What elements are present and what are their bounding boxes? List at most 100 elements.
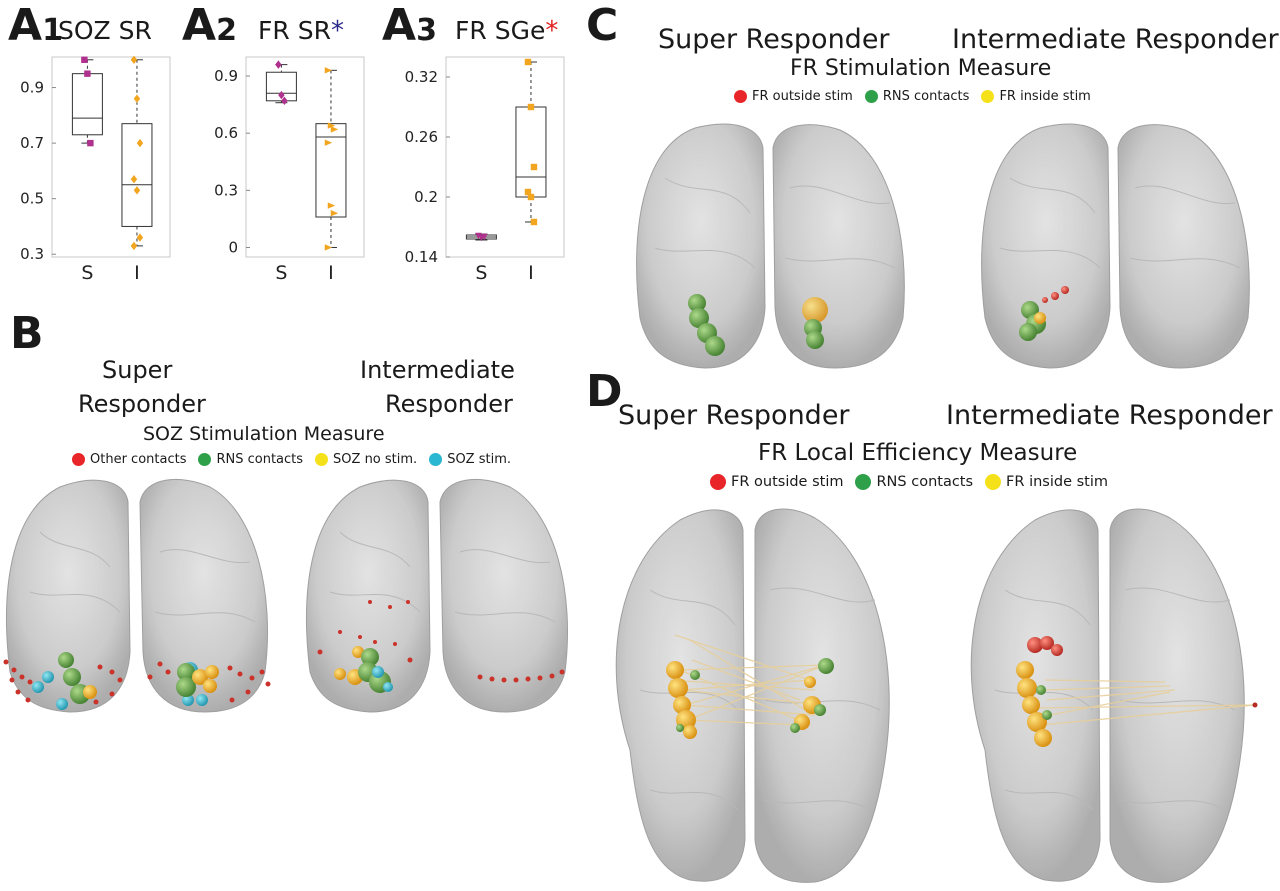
data-point: [136, 138, 144, 148]
legend-item: SOZ stim.: [429, 452, 511, 467]
legend-item: FR outside stim: [734, 89, 853, 104]
legend-item: Other contacts: [72, 452, 186, 467]
legend-item: FR outside stim: [710, 474, 843, 490]
x-category-label: S: [81, 262, 93, 284]
panel-c-right-title: Intermediate Responder: [952, 24, 1279, 55]
y-tick-label: 0.2: [414, 188, 438, 206]
y-tick-label: 0.3: [20, 245, 44, 263]
data-point: [81, 56, 88, 63]
y-tick-label: 0.3: [214, 181, 238, 199]
data-point: [530, 163, 538, 171]
data-point: [330, 126, 339, 133]
box-iqr: [71, 73, 103, 136]
panel-a1-title: SOZ SR: [58, 16, 152, 45]
panel-b-label: B: [10, 308, 44, 359]
panel-c-legend: FR outside stim RNS contacts FR inside s…: [734, 89, 1103, 104]
legend-item: RNS contacts: [855, 474, 973, 490]
data-point: [475, 232, 482, 240]
panel-b-right-title-line1: Intermediate: [360, 356, 515, 384]
y-tick-label: 0.9: [214, 67, 238, 85]
panel-b-left-title-line1: Super: [102, 356, 173, 384]
legend-dot-yellow: [315, 453, 329, 466]
data-point: [330, 209, 339, 217]
legend-dot-green: [198, 453, 212, 466]
data-point: [524, 58, 532, 66]
data-point: [327, 122, 336, 129]
legend-dot-yellow: [985, 474, 1002, 490]
data-point: [87, 139, 94, 147]
data-point: [527, 103, 535, 111]
x-category-label: I: [528, 262, 534, 284]
legend-dot-red: [734, 90, 747, 103]
brain-render-super-responder: [615, 508, 890, 883]
data-point: [275, 60, 282, 69]
y-tick-label: 0: [228, 238, 238, 256]
panel-d-legend: FR outside stim RNS contacts FR inside s…: [710, 474, 1120, 490]
data-point: [324, 139, 333, 146]
brain-render-intermediate-responder: [970, 508, 1258, 883]
data-point: [481, 233, 488, 241]
panel-c-measure-title: FR Stimulation Measure: [790, 56, 1052, 81]
y-tick-label: 0.6: [214, 124, 238, 142]
legend-dot-green: [864, 90, 878, 103]
legend-item: RNS contacts: [864, 89, 969, 104]
brain-render-super-responder: [3, 478, 271, 713]
data-point: [278, 90, 285, 100]
y-tick-label: 0.32: [405, 68, 438, 86]
panel-b-measure-title: SOZ Stimulation Measure: [143, 423, 385, 445]
y-tick-label: 0.14: [405, 248, 438, 266]
legend-item: FR inside stim: [985, 474, 1108, 490]
panel-b-legend: Other contacts RNS contacts SOZ no stim.…: [72, 452, 523, 467]
panel-c-left-title: Super Responder: [658, 24, 890, 55]
panel-d-right-title: Intermediate Responder: [946, 400, 1273, 431]
panel-b-right-title-line2: Responder: [385, 390, 513, 418]
x-category-label: I: [328, 262, 334, 284]
boxplot-charts: 0.3 0.5 0.7 0.9S I 0 0.3 0.6 0.9S I 0.14 0.2 0.26 0.3…: [20, 55, 565, 284]
plot-frame: [245, 56, 365, 258]
y-tick-label: 0.7: [20, 134, 44, 152]
box-iqr: [121, 123, 153, 227]
y-tick-label: 0.26: [405, 128, 438, 146]
panel-a3-title: FR SGe*: [455, 16, 559, 46]
panel-d-left-title: Super Responder: [618, 400, 850, 431]
legend-dot-yellow: [981, 90, 995, 103]
data-point: [324, 67, 333, 74]
legend-dot-red: [710, 474, 726, 490]
significance-star: *: [545, 16, 559, 46]
data-point: [527, 193, 535, 201]
data-point: [136, 233, 144, 242]
data-point: [130, 55, 138, 64]
panel-b-brain-renders: [3, 478, 568, 713]
panel-c-brain-renders: [636, 123, 1250, 369]
legend-dot-cyan: [429, 453, 443, 466]
data-point: [530, 218, 538, 226]
x-category-label: S: [275, 262, 287, 284]
data-point: [133, 186, 141, 195]
panel-d-label: D: [586, 366, 623, 417]
panel-a2-label: A2: [182, 0, 237, 51]
panel-d-brain-renders: [615, 508, 1258, 883]
x-category-label: S: [475, 262, 487, 284]
legend-dot-green: [855, 474, 872, 490]
panel-b-left-title-line2: Responder: [78, 390, 206, 418]
panel-d-measure-title: FR Local Efficiency Measure: [758, 440, 1078, 466]
data-point: [524, 188, 532, 196]
y-tick-label: 0.5: [20, 190, 44, 208]
panel-a2-title: FR SR*: [258, 16, 344, 46]
data-point: [327, 202, 336, 209]
y-tick-label: 0.9: [20, 79, 44, 97]
plot-frame: [445, 56, 565, 258]
box-iqr: [315, 123, 347, 218]
brain-render-intermediate-responder: [981, 123, 1250, 369]
data-point: [281, 96, 288, 106]
legend-item: SOZ no stim.: [315, 452, 417, 467]
legend-dot-red: [72, 453, 85, 466]
panel-a1-label: A1: [8, 0, 63, 51]
legend-item: FR inside stim: [981, 89, 1091, 104]
data-point: [133, 94, 141, 103]
box-iqr: [515, 106, 547, 198]
data-point: [84, 70, 91, 77]
panel-a3-label: A3: [382, 0, 437, 51]
brain-render-super-responder: [636, 123, 905, 369]
legend-item: RNS contacts: [198, 452, 303, 467]
